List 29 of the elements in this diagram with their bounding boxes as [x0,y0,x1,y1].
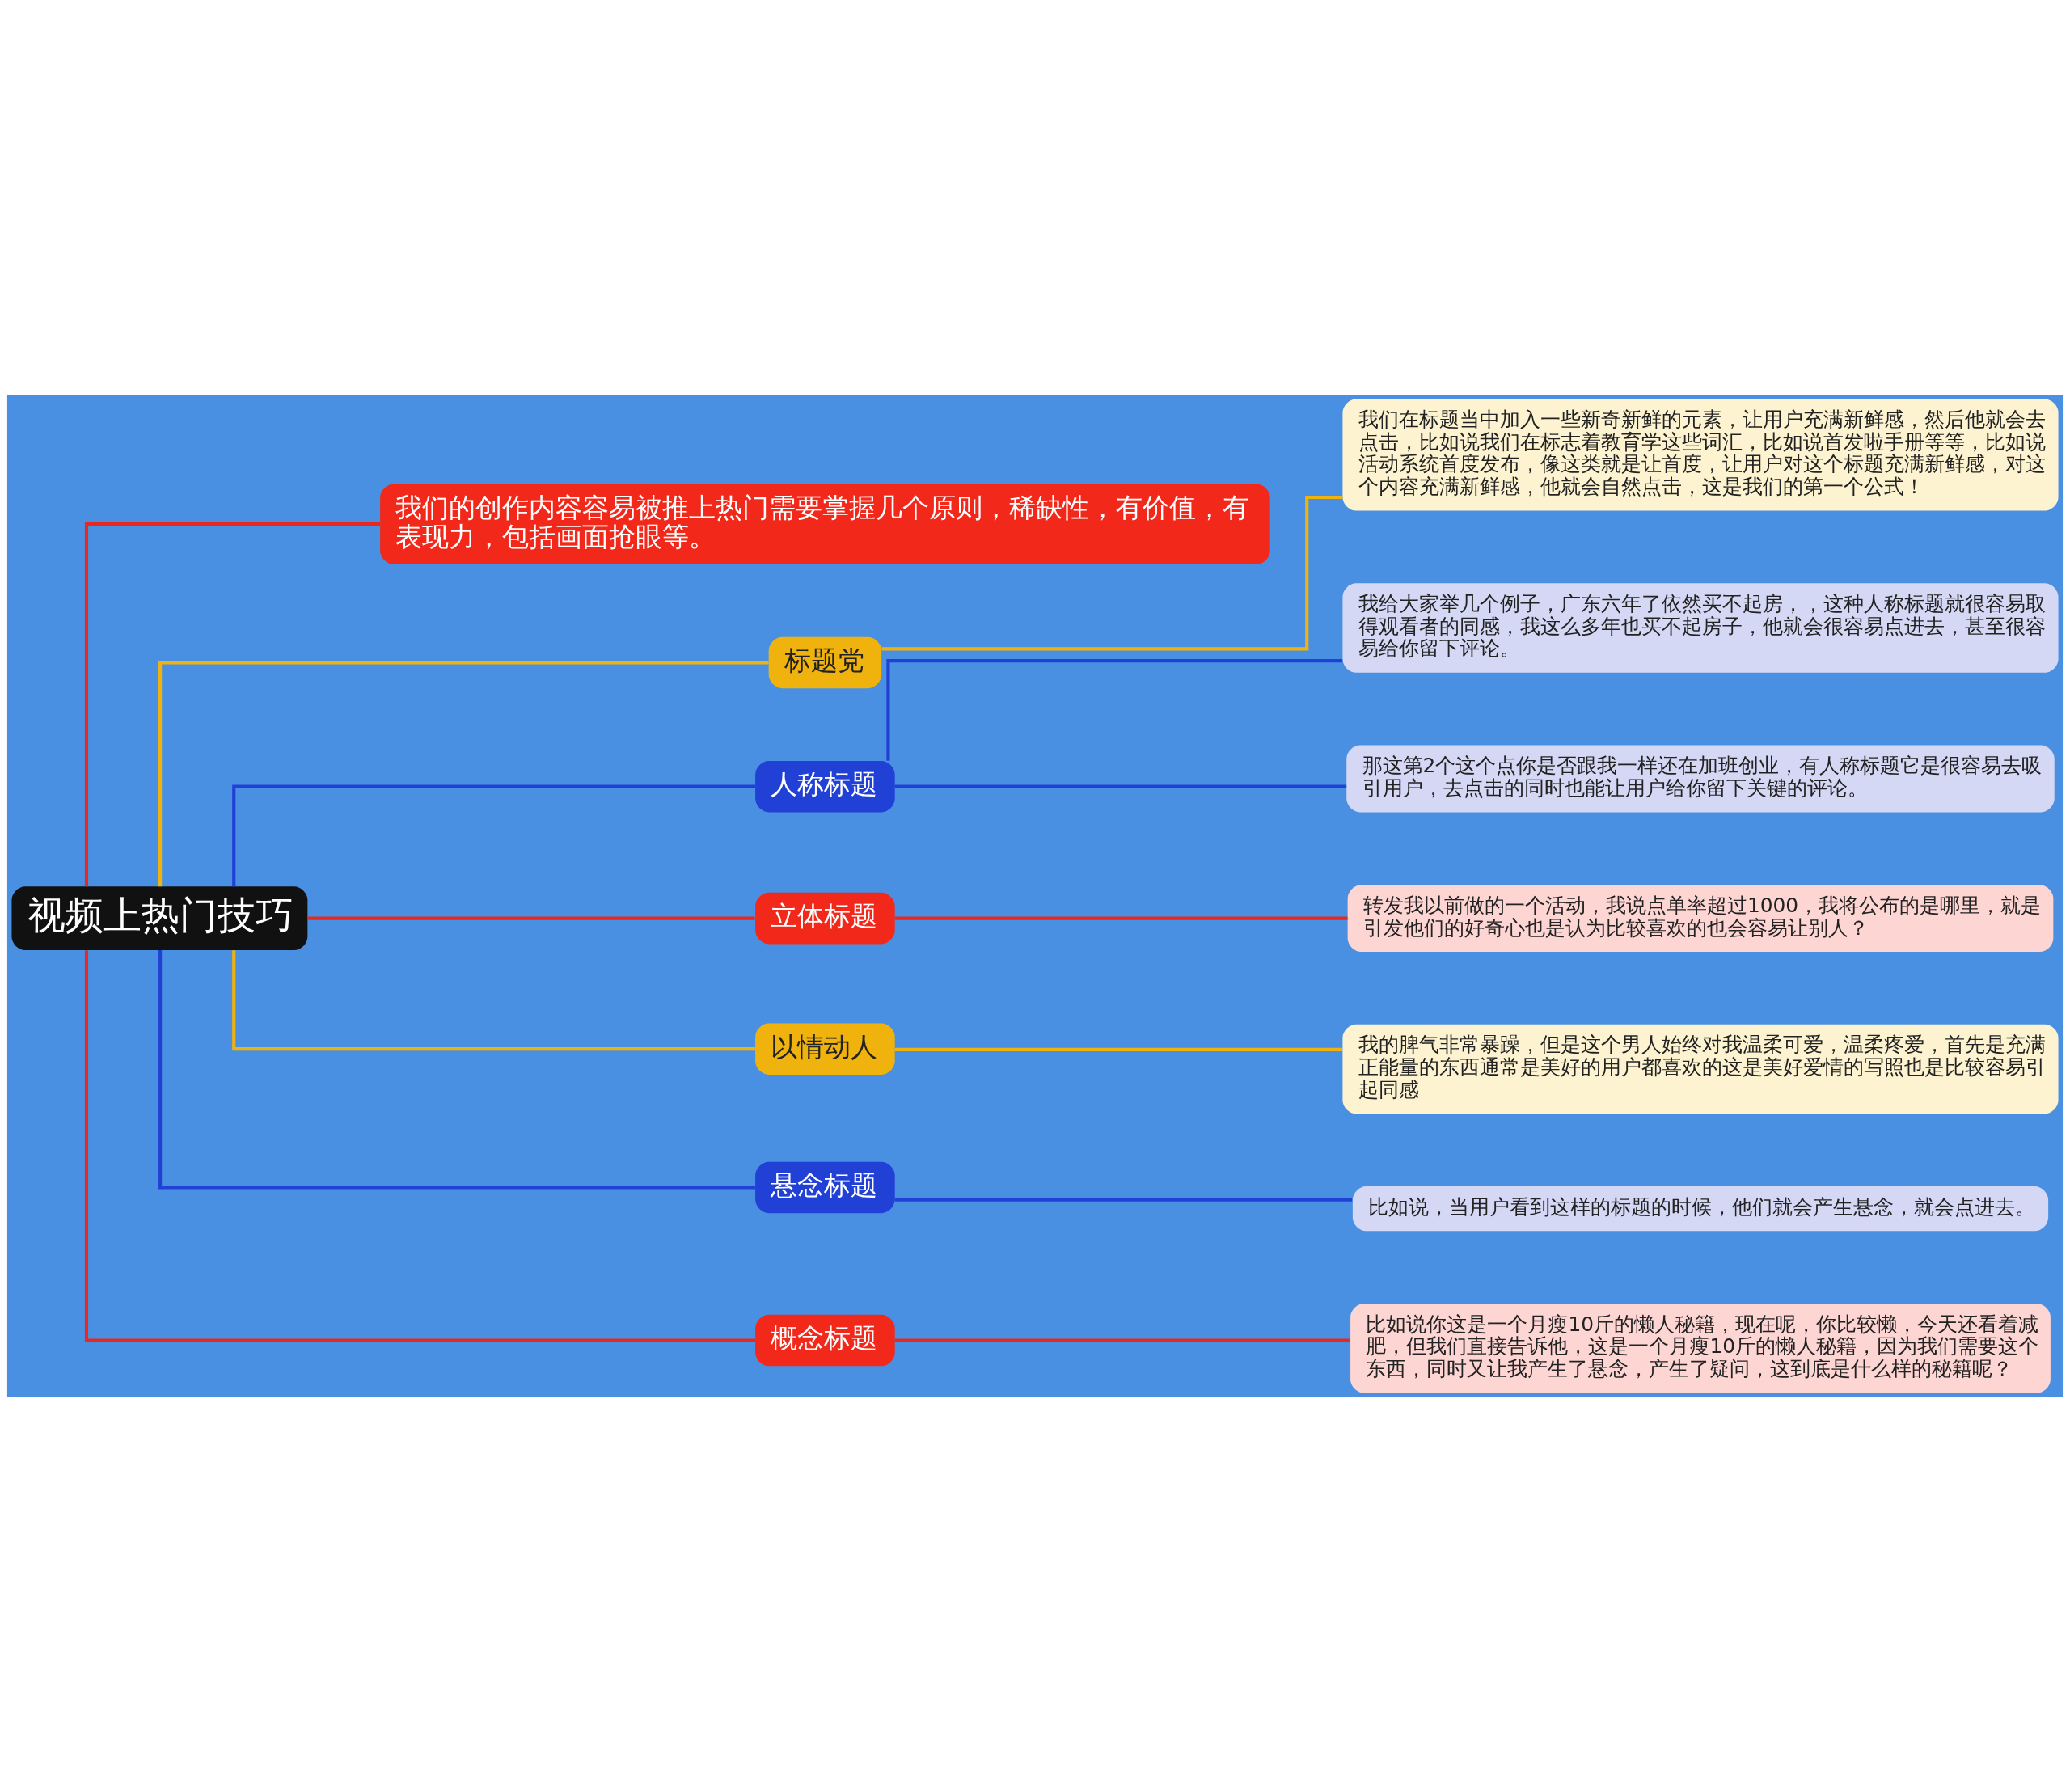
node-box: 我们的创作内容容易被推上热门需要掌握几个原则，稀缺性，有价值，有表现力，包括画面抢眼等。 [380,484,1270,564]
node-box: 转发我以前做的一个活动，我说点单率超过1000，我将公布的是哪里，就是引发他们的好奇心也是认为比较喜欢的也会容易让别人？ [1347,885,2054,953]
connector [881,495,1343,651]
connector [84,950,756,1342]
connector [232,950,755,1051]
connector [158,950,755,1190]
node-box: 悬念标题 [755,1161,895,1214]
node-box: 我们在标题当中加入一些新奇新鲜的元素，让用户充满新鲜感，然后他就会去点击，比如说我们在标志着教育学这些词汇，比如说首发啦手册等等，比如说活动系统首度发布，像这类就是让首度，让用户对这个标题充满新鲜感，对这个内容充满新鲜感，他就会自然点击，这是我们的第一个公式！ [1342,399,2059,511]
node-box: 立体标题 [755,892,895,945]
node-box: 我的脾气非常暴躁，但是这个男人始终对我温柔可爱，温柔疼爱，首先是充满正能量的东西通常是美好的用户都喜欢的这是美好爱情的写照也是比较容易引起同感 [1342,1024,2059,1114]
node-box: 概念标题 [755,1314,895,1367]
connector [232,784,755,887]
connector [307,916,755,920]
connector [886,659,1343,761]
connector [158,661,769,887]
node-box: 视频上热门技巧 [11,886,308,950]
node-box: 那这第2个这个点你是否跟我一样还在加班创业，有人称标题它是很容易去吸引用户，去点击的同时也能让用户给你留下关键的评论。 [1346,745,2055,813]
connector [894,1338,1350,1342]
connector [894,1198,1353,1202]
connector [84,522,380,887]
node-box: 比如说，当用户看到这样的标题的时候，他们就会产生悬念，就会点进去。 [1352,1186,2049,1232]
node-box: 比如说你这是一个月瘦10斤的懒人秘籍，现在呢，你比较懒，今天还看着减肥，但我们直接告诉他，这是一个月瘦10斤的懒人秘籍，因为我们需要这个东西，同时又让我产生了悬念，产生了疑问，这到底是什么样的秘籍呢？ [1350,1304,2051,1393]
node-box: 以情动人 [755,1023,895,1075]
node-box: 人称标题 [755,760,895,813]
connector [894,916,1348,920]
connector [894,784,1347,788]
connector [894,1047,1342,1051]
node-box: 我给大家举几个例子，广东六年了依然买不起房，，这种人称标题就很容易取得观看者的同感，我这么多年也买不起房子，他就会很容易点进去，甚至很容易给你留下评论。 [1342,583,2059,673]
node-box: 标题党 [768,636,882,689]
